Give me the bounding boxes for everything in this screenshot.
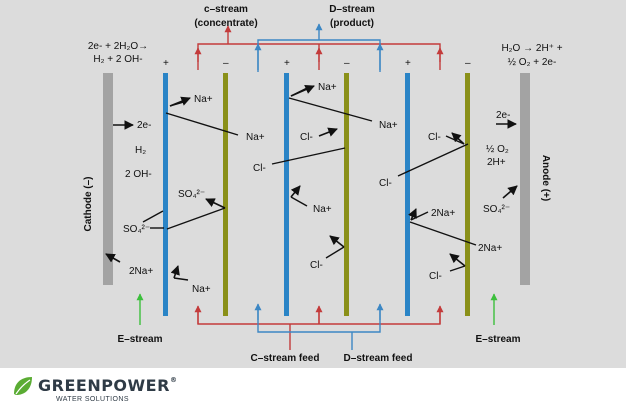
c1-na-path xyxy=(165,112,239,136)
cathode-reaction-line2: H₂ + 2 OH- xyxy=(93,54,142,65)
d-stream-title: D–stream xyxy=(329,4,375,15)
anion-membrane-3 xyxy=(465,73,470,316)
c-stream-subtitle: (concentrate) xyxy=(194,18,257,29)
c2-cl-left-ion: Cl- xyxy=(253,163,266,174)
anode-electrode xyxy=(520,73,530,285)
c-stream-feed-label: C–stream feed xyxy=(251,353,320,364)
membrane-sign-2: – xyxy=(223,58,229,69)
cathode-h2-ion: H₂ xyxy=(135,145,146,156)
cation-membrane-1 xyxy=(163,73,168,316)
cathode-2na-ion: 2Na+ xyxy=(129,266,153,277)
c3-na-path xyxy=(409,221,477,246)
c1-so4-ion: SO₄²⁻ xyxy=(178,189,205,200)
c3-cl-top-ion: Cl- xyxy=(428,132,441,143)
membrane-sign-1: + xyxy=(163,58,169,69)
membrane-sign-4: – xyxy=(344,58,350,69)
anode-2h-ion: 2H+ xyxy=(487,157,506,168)
anode-reaction-line2: ½ O₂ + 2e- xyxy=(508,57,557,68)
cathode-reaction-line1: 2e- + 2H₂O→ xyxy=(88,41,148,52)
membrane-sign-5: + xyxy=(405,58,411,69)
cathode-so4-ion: SO₄²⁻ xyxy=(123,224,150,235)
cathode-2e-ion: 2e- xyxy=(137,120,151,131)
c3-cl-bot-ion: Cl- xyxy=(429,271,442,282)
c2-na-right-ion: Na+ xyxy=(379,120,398,131)
c2-na-path xyxy=(288,97,373,122)
d-stream-subtitle: (product) xyxy=(330,18,374,29)
concentrate-feed-arrows xyxy=(194,305,444,324)
c2-na-top-ion: Na+ xyxy=(318,82,337,93)
c2-cl-mid-ion: Cl- xyxy=(300,132,313,143)
c3-2na-ion: 2Na+ xyxy=(431,208,455,219)
membrane-sign-3: + xyxy=(284,58,290,69)
logo-subtitle: WATER SOLUTIONS xyxy=(56,396,129,403)
anode-2e-ion: 2e- xyxy=(496,110,510,121)
product-outlet-arrows xyxy=(254,43,384,72)
leaf-icon xyxy=(14,377,32,395)
cathode-label: Cathode (–) xyxy=(83,177,94,232)
anode-so4-ion: SO₄²⁻ xyxy=(483,204,510,215)
c2-cl-path xyxy=(271,147,346,165)
anion-membrane-2 xyxy=(344,73,349,316)
cathode-na-arrow xyxy=(105,253,121,263)
c1-na-mid-ion: Na+ xyxy=(246,132,265,143)
logo-wordmark: GREENPOWER® xyxy=(38,376,178,395)
c1-so4-arrow xyxy=(205,198,226,209)
c1-na-bot-ion: Na+ xyxy=(192,284,211,295)
anode-label: Anode (+) xyxy=(540,155,551,201)
cathode-electrode xyxy=(103,73,113,285)
e-stream-right-label: E–stream xyxy=(475,334,520,345)
d-stream-feed-label: D–stream feed xyxy=(344,353,413,364)
c2-na-low-ion: Na+ xyxy=(313,204,332,215)
c3-2na-right-ion: 2Na+ xyxy=(478,243,502,254)
membranes xyxy=(163,73,470,316)
e-stream-left-label: E–stream xyxy=(117,334,162,345)
cathode-2oh-ion: 2 OH- xyxy=(125,169,152,180)
c3-cl-left-ion: Cl- xyxy=(379,178,392,189)
cation-membrane-2 xyxy=(284,73,289,316)
membrane-sign-6: – xyxy=(465,58,471,69)
anode-reaction-line1: H₂O → 2H⁺ + xyxy=(501,43,562,54)
c2-cl-bot-ion: Cl- xyxy=(310,260,323,271)
anion-membrane-1 xyxy=(223,73,228,316)
membrane-signs: + – + – + – xyxy=(163,58,471,69)
anode-o2-ion: ½ O₂ xyxy=(486,144,509,155)
greenpower-logo: GREENPOWER® WATER SOLUTIONS xyxy=(10,374,210,414)
cation-membrane-3 xyxy=(405,73,410,316)
cathode-so4-bounce xyxy=(142,210,164,223)
c3-cl-path xyxy=(397,143,469,177)
concentrate-outlet-arrows xyxy=(194,47,444,70)
c1-na-top-ion: Na+ xyxy=(194,94,213,105)
anode-so4-arrow xyxy=(502,185,518,199)
product-feed-arrows xyxy=(254,303,384,320)
c-stream-title: c–stream xyxy=(204,4,248,15)
